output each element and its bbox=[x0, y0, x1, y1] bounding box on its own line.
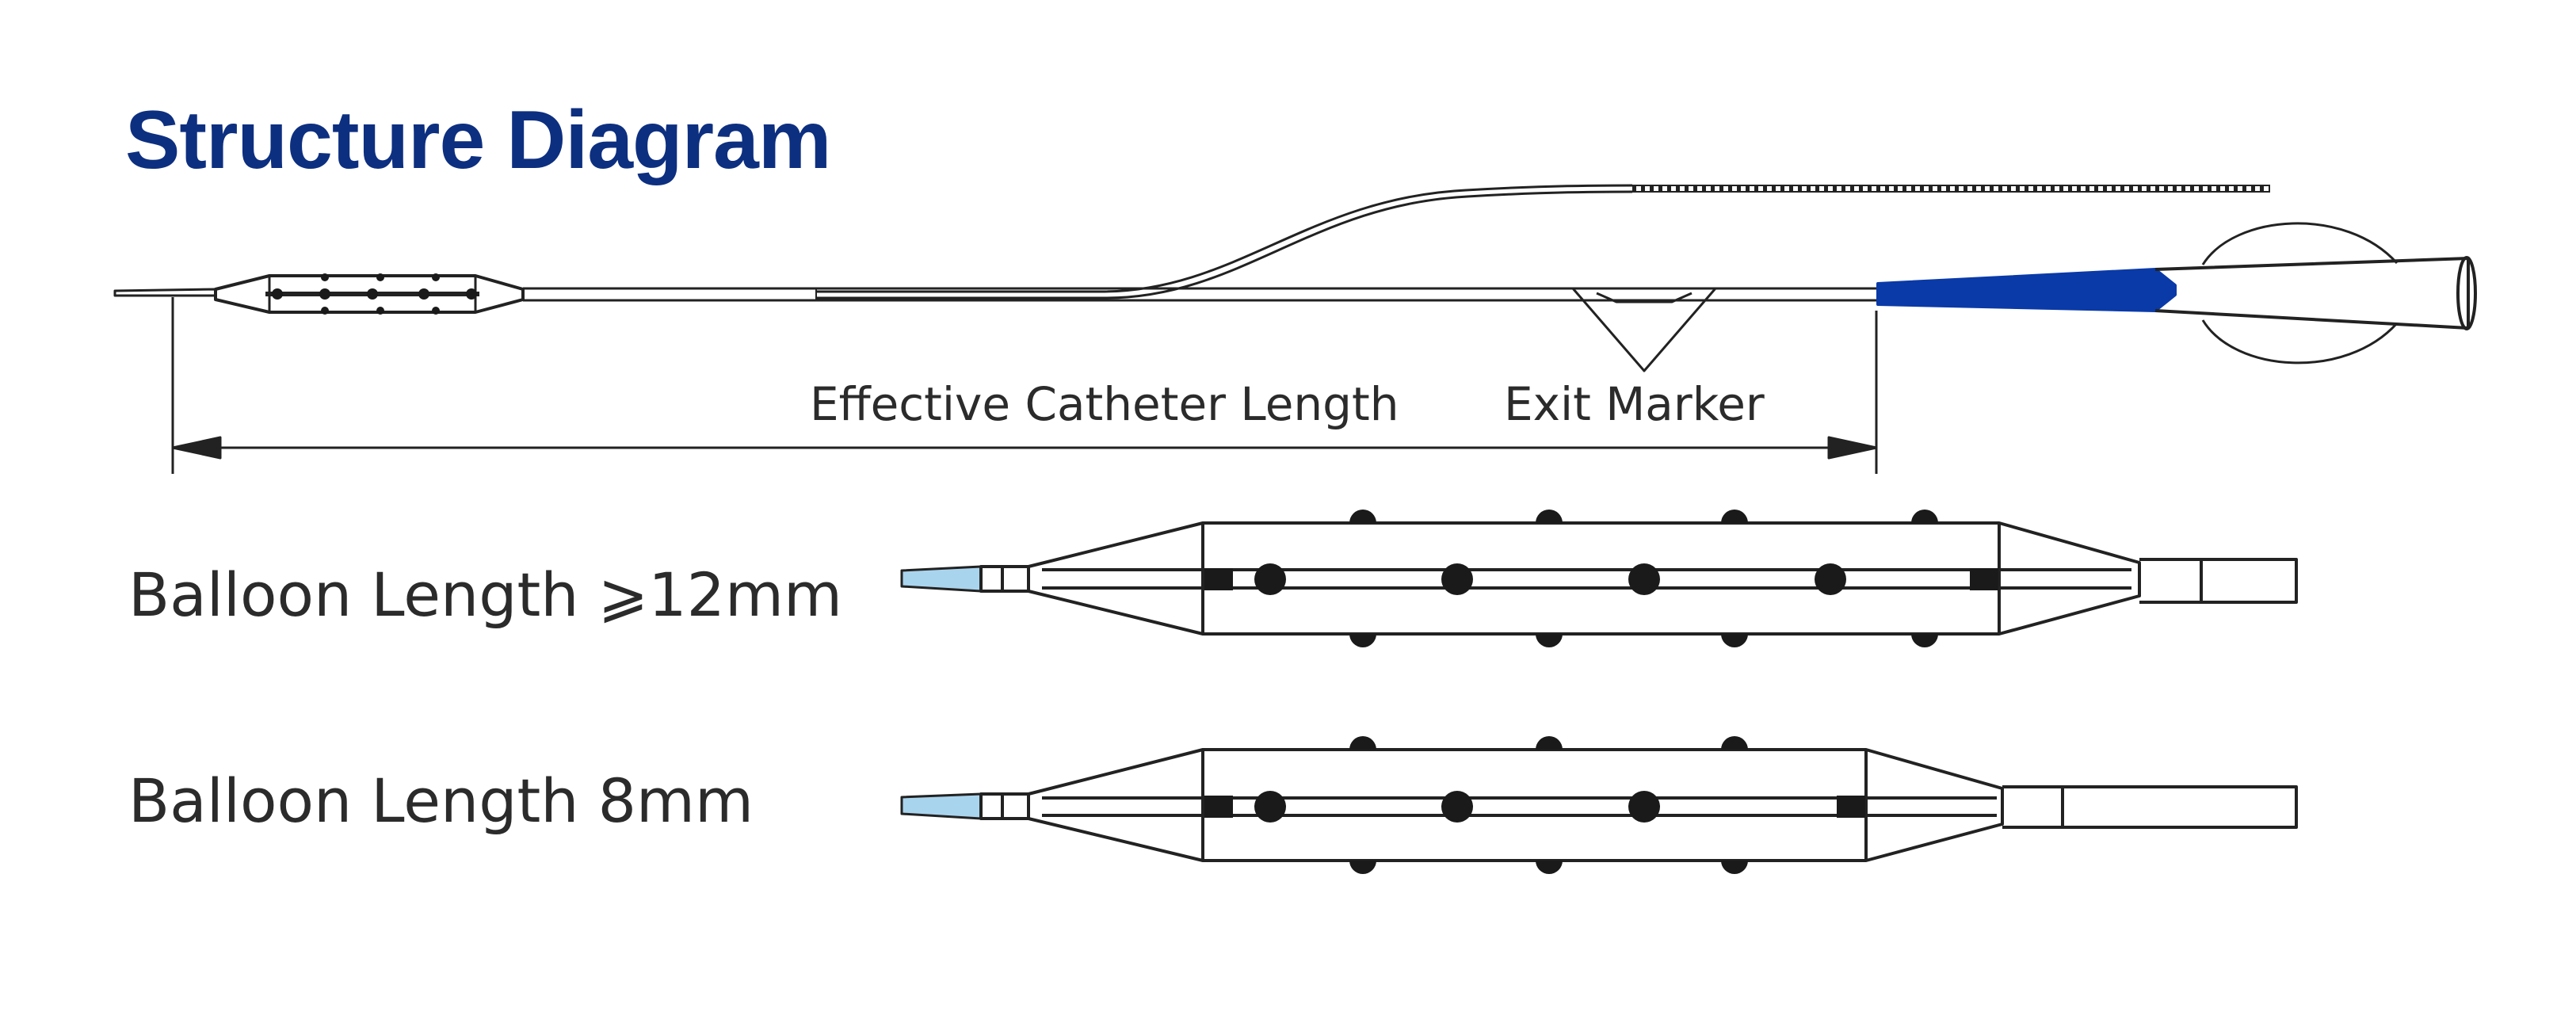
balloon-long-detail bbox=[900, 510, 2298, 647]
catheter-tip bbox=[113, 288, 217, 297]
balloon-long-markers bbox=[1204, 510, 1998, 647]
balloon-short-markers bbox=[1204, 736, 1865, 874]
exit-marker-port bbox=[1571, 288, 1717, 372]
catheter-overview bbox=[113, 184, 2477, 372]
catheter-shaft bbox=[523, 287, 1878, 302]
balloon-long-tip bbox=[900, 565, 983, 593]
overview-balloon bbox=[214, 273, 525, 315]
diagram-title: Structure Diagram bbox=[125, 94, 831, 186]
exit-marker-label: Exit Marker bbox=[1504, 377, 1765, 431]
balloon-short-label: Balloon Length 8mm bbox=[128, 765, 754, 836]
balloon-long-label: Balloon Length ⩾12mm bbox=[128, 559, 843, 630]
balloon-short-detail bbox=[900, 736, 2298, 874]
guidewire bbox=[816, 184, 2270, 300]
effective-catheter-length-label: Effective Catheter Length bbox=[810, 377, 1399, 431]
catheter-hub bbox=[1876, 222, 2477, 365]
effective-length-dimension bbox=[171, 297, 1878, 474]
hub-strain-relief bbox=[1876, 268, 2177, 312]
balloon-short-tip bbox=[900, 792, 983, 820]
